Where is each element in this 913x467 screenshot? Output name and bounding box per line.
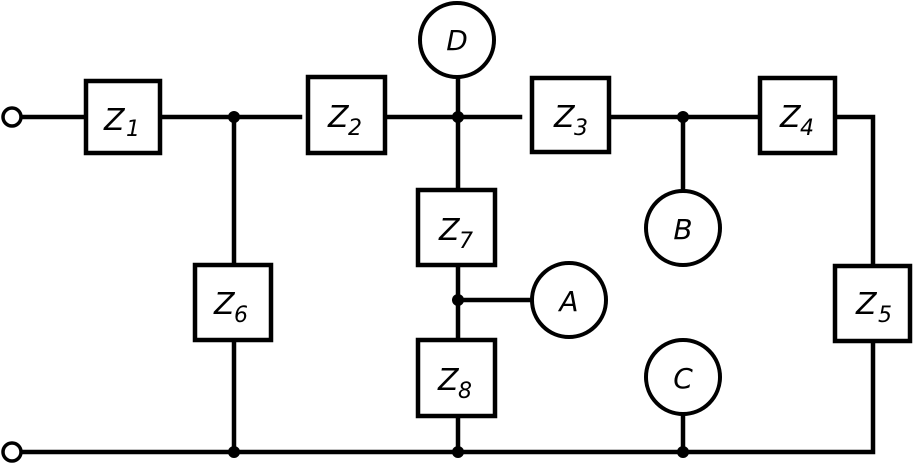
- z-subscript: 8: [458, 379, 472, 404]
- z-subscript: 1: [126, 117, 140, 142]
- z-letter: Z: [855, 287, 878, 322]
- bottom-rail: [17, 337, 876, 455]
- junction-dot: [677, 111, 689, 123]
- z-letter: Z: [437, 363, 460, 398]
- z-subscript: 4: [800, 116, 814, 141]
- node-label: D: [446, 24, 468, 57]
- impedance-z1: Z 1: [83, 78, 163, 156]
- z-letter: Z: [103, 103, 126, 138]
- z-subscript: 7: [459, 229, 473, 254]
- z-subscript: 6: [234, 303, 248, 328]
- node-b: B: [644, 189, 722, 267]
- junction-dot: [228, 446, 240, 458]
- wires: [17, 72, 876, 455]
- junction-dot: [452, 111, 464, 123]
- junction-dot: [452, 294, 464, 306]
- node-d: D: [418, 1, 496, 79]
- impedance-z4: Z 4: [757, 75, 838, 156]
- impedance-z8: Z 8: [415, 337, 498, 419]
- z-letter: Z: [779, 100, 802, 135]
- z-subscript: 5: [878, 303, 892, 328]
- node-label: A: [557, 285, 578, 318]
- impedance-z2: Z 2: [305, 74, 388, 156]
- z-letter: Z: [553, 100, 576, 135]
- terminal-input-top: [1, 106, 23, 128]
- node-c: C: [644, 338, 722, 416]
- junctions: [228, 111, 689, 458]
- node-label: C: [673, 362, 693, 395]
- junction-dot: [677, 446, 689, 458]
- impedance-z5: Z 5: [832, 263, 913, 344]
- terminal-input-bottom: [1, 441, 23, 463]
- impedance-z6: Z 6: [192, 262, 274, 343]
- z-subscript: 2: [348, 116, 362, 141]
- junction-dot: [452, 446, 464, 458]
- node-a: A: [530, 261, 608, 339]
- z-subscript: 3: [574, 116, 588, 141]
- z-letter: Z: [213, 287, 236, 322]
- node-label: B: [673, 213, 692, 246]
- wire-z4-z5: [832, 114, 876, 268]
- z-letter: Z: [438, 213, 461, 248]
- z-letter: Z: [327, 100, 350, 135]
- junction-dot: [228, 111, 240, 123]
- impedance-z3: Z 3: [529, 75, 612, 155]
- impedance-z7: Z 7: [415, 187, 498, 268]
